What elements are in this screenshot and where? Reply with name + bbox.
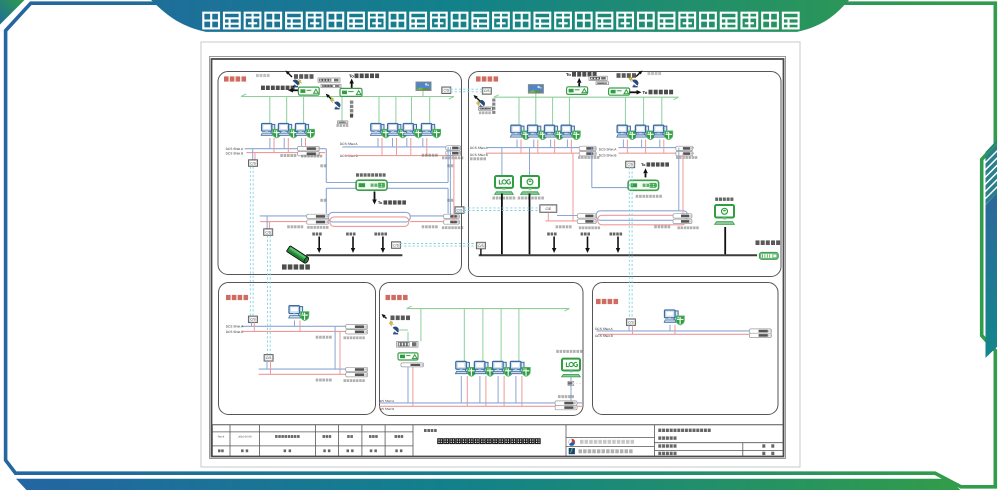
svg-text:C/S: C/S	[265, 230, 271, 234]
svg-text:C/E: C/E	[545, 207, 551, 211]
svg-text:DCS SNet B: DCS SNet B	[340, 154, 358, 158]
svg-text:C/S: C/S	[393, 243, 399, 247]
svg-text:C/S: C/S	[478, 244, 484, 248]
svg-text:DCS SNet A: DCS SNet A	[599, 147, 617, 151]
svg-text:C/S: C/S	[266, 356, 272, 360]
svg-text:DS SNet B: DS SNet B	[380, 407, 395, 411]
svg-text:DCS SNet A: DCS SNet A	[470, 146, 488, 150]
svg-text:DCS SNet B: DCS SNet B	[599, 153, 617, 157]
svg-text:Rev.4: Rev.4	[218, 436, 225, 439]
svg-text:C/S: C/S	[250, 161, 256, 165]
svg-text:DCS SNet B: DCS SNet B	[470, 153, 488, 157]
svg-text:C/S: C/S	[627, 163, 633, 167]
svg-text:To: To	[643, 90, 648, 95]
svg-text:C/S: C/S	[484, 89, 490, 93]
svg-text:DCS SNet B: DCS SNet B	[226, 330, 244, 334]
svg-text:DCS SNet A: DCS SNet A	[595, 327, 613, 331]
svg-text:C/S: C/S	[628, 321, 634, 325]
svg-text:C/S: C/S	[443, 89, 449, 93]
svg-text:To: To	[566, 72, 571, 77]
svg-text:To: To	[349, 74, 354, 79]
svg-text:DCS SNet A: DCS SNet A	[226, 325, 244, 329]
svg-text:DCS SNet B: DCS SNet B	[226, 152, 244, 156]
svg-text:DCS SNet A: DCS SNet A	[226, 147, 244, 151]
svg-text:C/S: C/S	[250, 318, 256, 322]
svg-text:To: To	[378, 201, 383, 205]
svg-text:DCS SNet A: DCS SNet A	[340, 142, 358, 146]
svg-text:DS SNet A: DS SNet A	[380, 399, 394, 403]
svg-text:DCS SNet B: DCS SNet B	[595, 334, 613, 338]
svg-text:To: To	[641, 163, 646, 167]
svg-text:2016-05-08: 2016-05-08	[238, 436, 252, 439]
